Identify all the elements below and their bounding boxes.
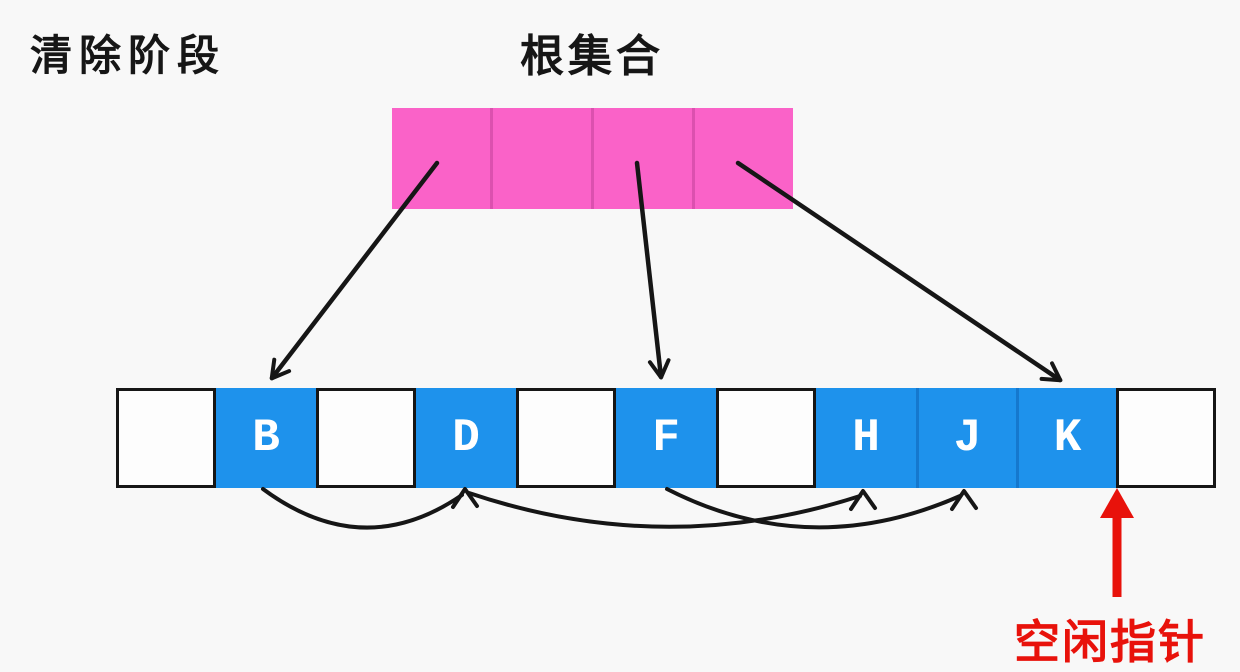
root-set-cell-2 — [493, 108, 594, 209]
heap-cell-J: J — [916, 388, 1016, 488]
arrowhead-at-H — [849, 489, 877, 511]
heap-cell-free-2 — [316, 388, 416, 488]
root-set-cell-1 — [392, 108, 493, 209]
arrowhead-at-J — [950, 489, 978, 511]
root-set-cell-4 — [695, 108, 793, 209]
heap-cell-free-6 — [716, 388, 816, 488]
heap-cell-F: F — [616, 388, 716, 488]
heap-cell-free-10 — [1116, 388, 1216, 488]
heap-cell-free-4 — [516, 388, 616, 488]
root-set-box — [392, 108, 793, 209]
root-set-title: 根集合 — [520, 32, 664, 81]
free-pointer-label: 空闲指针 — [1014, 616, 1206, 668]
heap-cell-H: H — [816, 388, 916, 488]
heap-cell-K: K — [1016, 388, 1116, 488]
phase-title: 清除阶段 — [30, 32, 227, 79]
link-arc-F-to-J — [665, 487, 962, 530]
free-pointer-arrow-head — [1100, 488, 1134, 518]
link-arc-B-to-D — [261, 487, 464, 530]
link-arc-D-to-H — [467, 491, 862, 529]
heap-cell-B: B — [216, 388, 316, 488]
arrowhead-at-D — [451, 487, 479, 509]
heap-cell-free-0 — [116, 388, 216, 488]
root-set-cell-3 — [594, 108, 695, 209]
heap-cell-D: D — [416, 388, 516, 488]
